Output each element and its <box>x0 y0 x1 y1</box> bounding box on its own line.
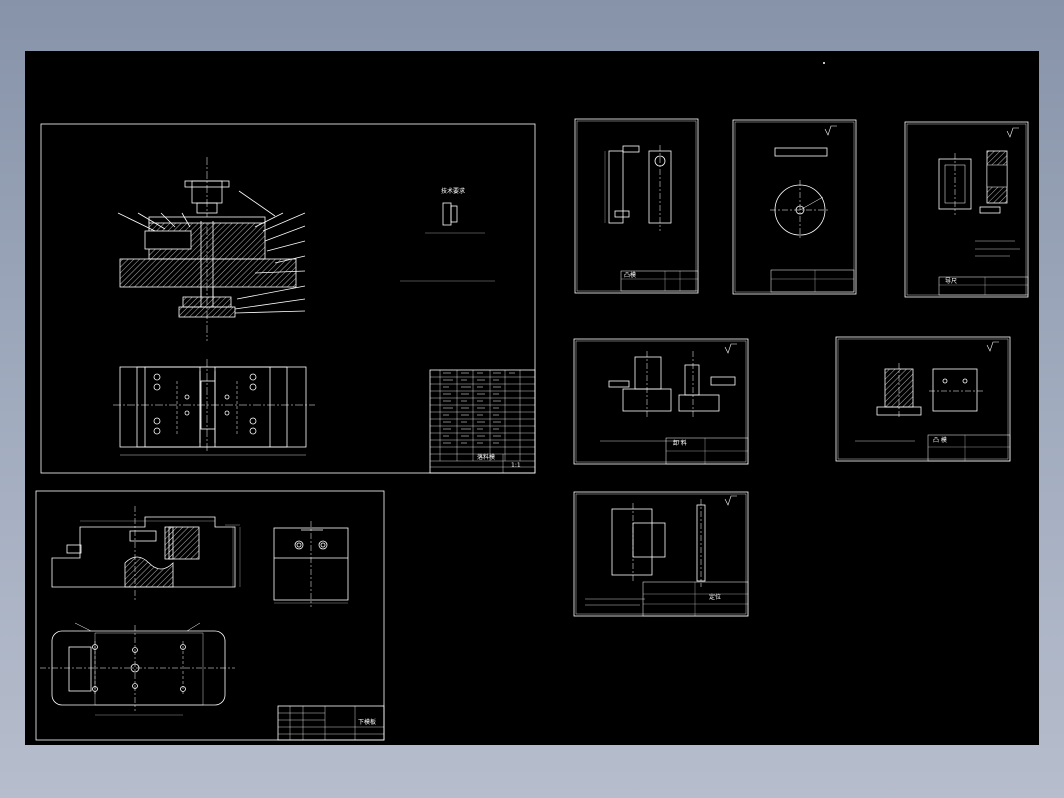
sheet-guide-plate[interactable] <box>904 121 1029 298</box>
drawing-svg <box>35 61 1029 741</box>
sheet-blank[interactable] <box>732 119 857 295</box>
assembly-tech-req-title: 技术要求 <box>441 188 466 195</box>
die-insert-title-name: 凸 模 <box>933 437 947 444</box>
sheet-die-insert[interactable] <box>835 336 1011 462</box>
sheet-punch[interactable] <box>574 118 699 294</box>
punch-title-name: 凸模 <box>624 272 637 279</box>
sheet-assembly[interactable] <box>40 123 536 474</box>
sheet-pin[interactable] <box>573 491 749 617</box>
cad-canvas[interactable]: 技术要求 1:1 落料模 下模板 凸模 导尺 卸 料 凸 模 定位 <box>25 51 1039 745</box>
sheet-stripper[interactable] <box>573 338 749 465</box>
lower-die-title-name: 下模板 <box>358 719 377 726</box>
pin-title-name: 定位 <box>709 594 722 601</box>
guide-plate-title-name: 导尺 <box>945 278 958 285</box>
assembly-ratio: 1:1 <box>511 462 521 469</box>
sheet-lower-die[interactable] <box>35 490 385 741</box>
stripper-title-name: 卸 料 <box>673 440 687 447</box>
assembly-title-name: 落料模 <box>477 454 496 461</box>
